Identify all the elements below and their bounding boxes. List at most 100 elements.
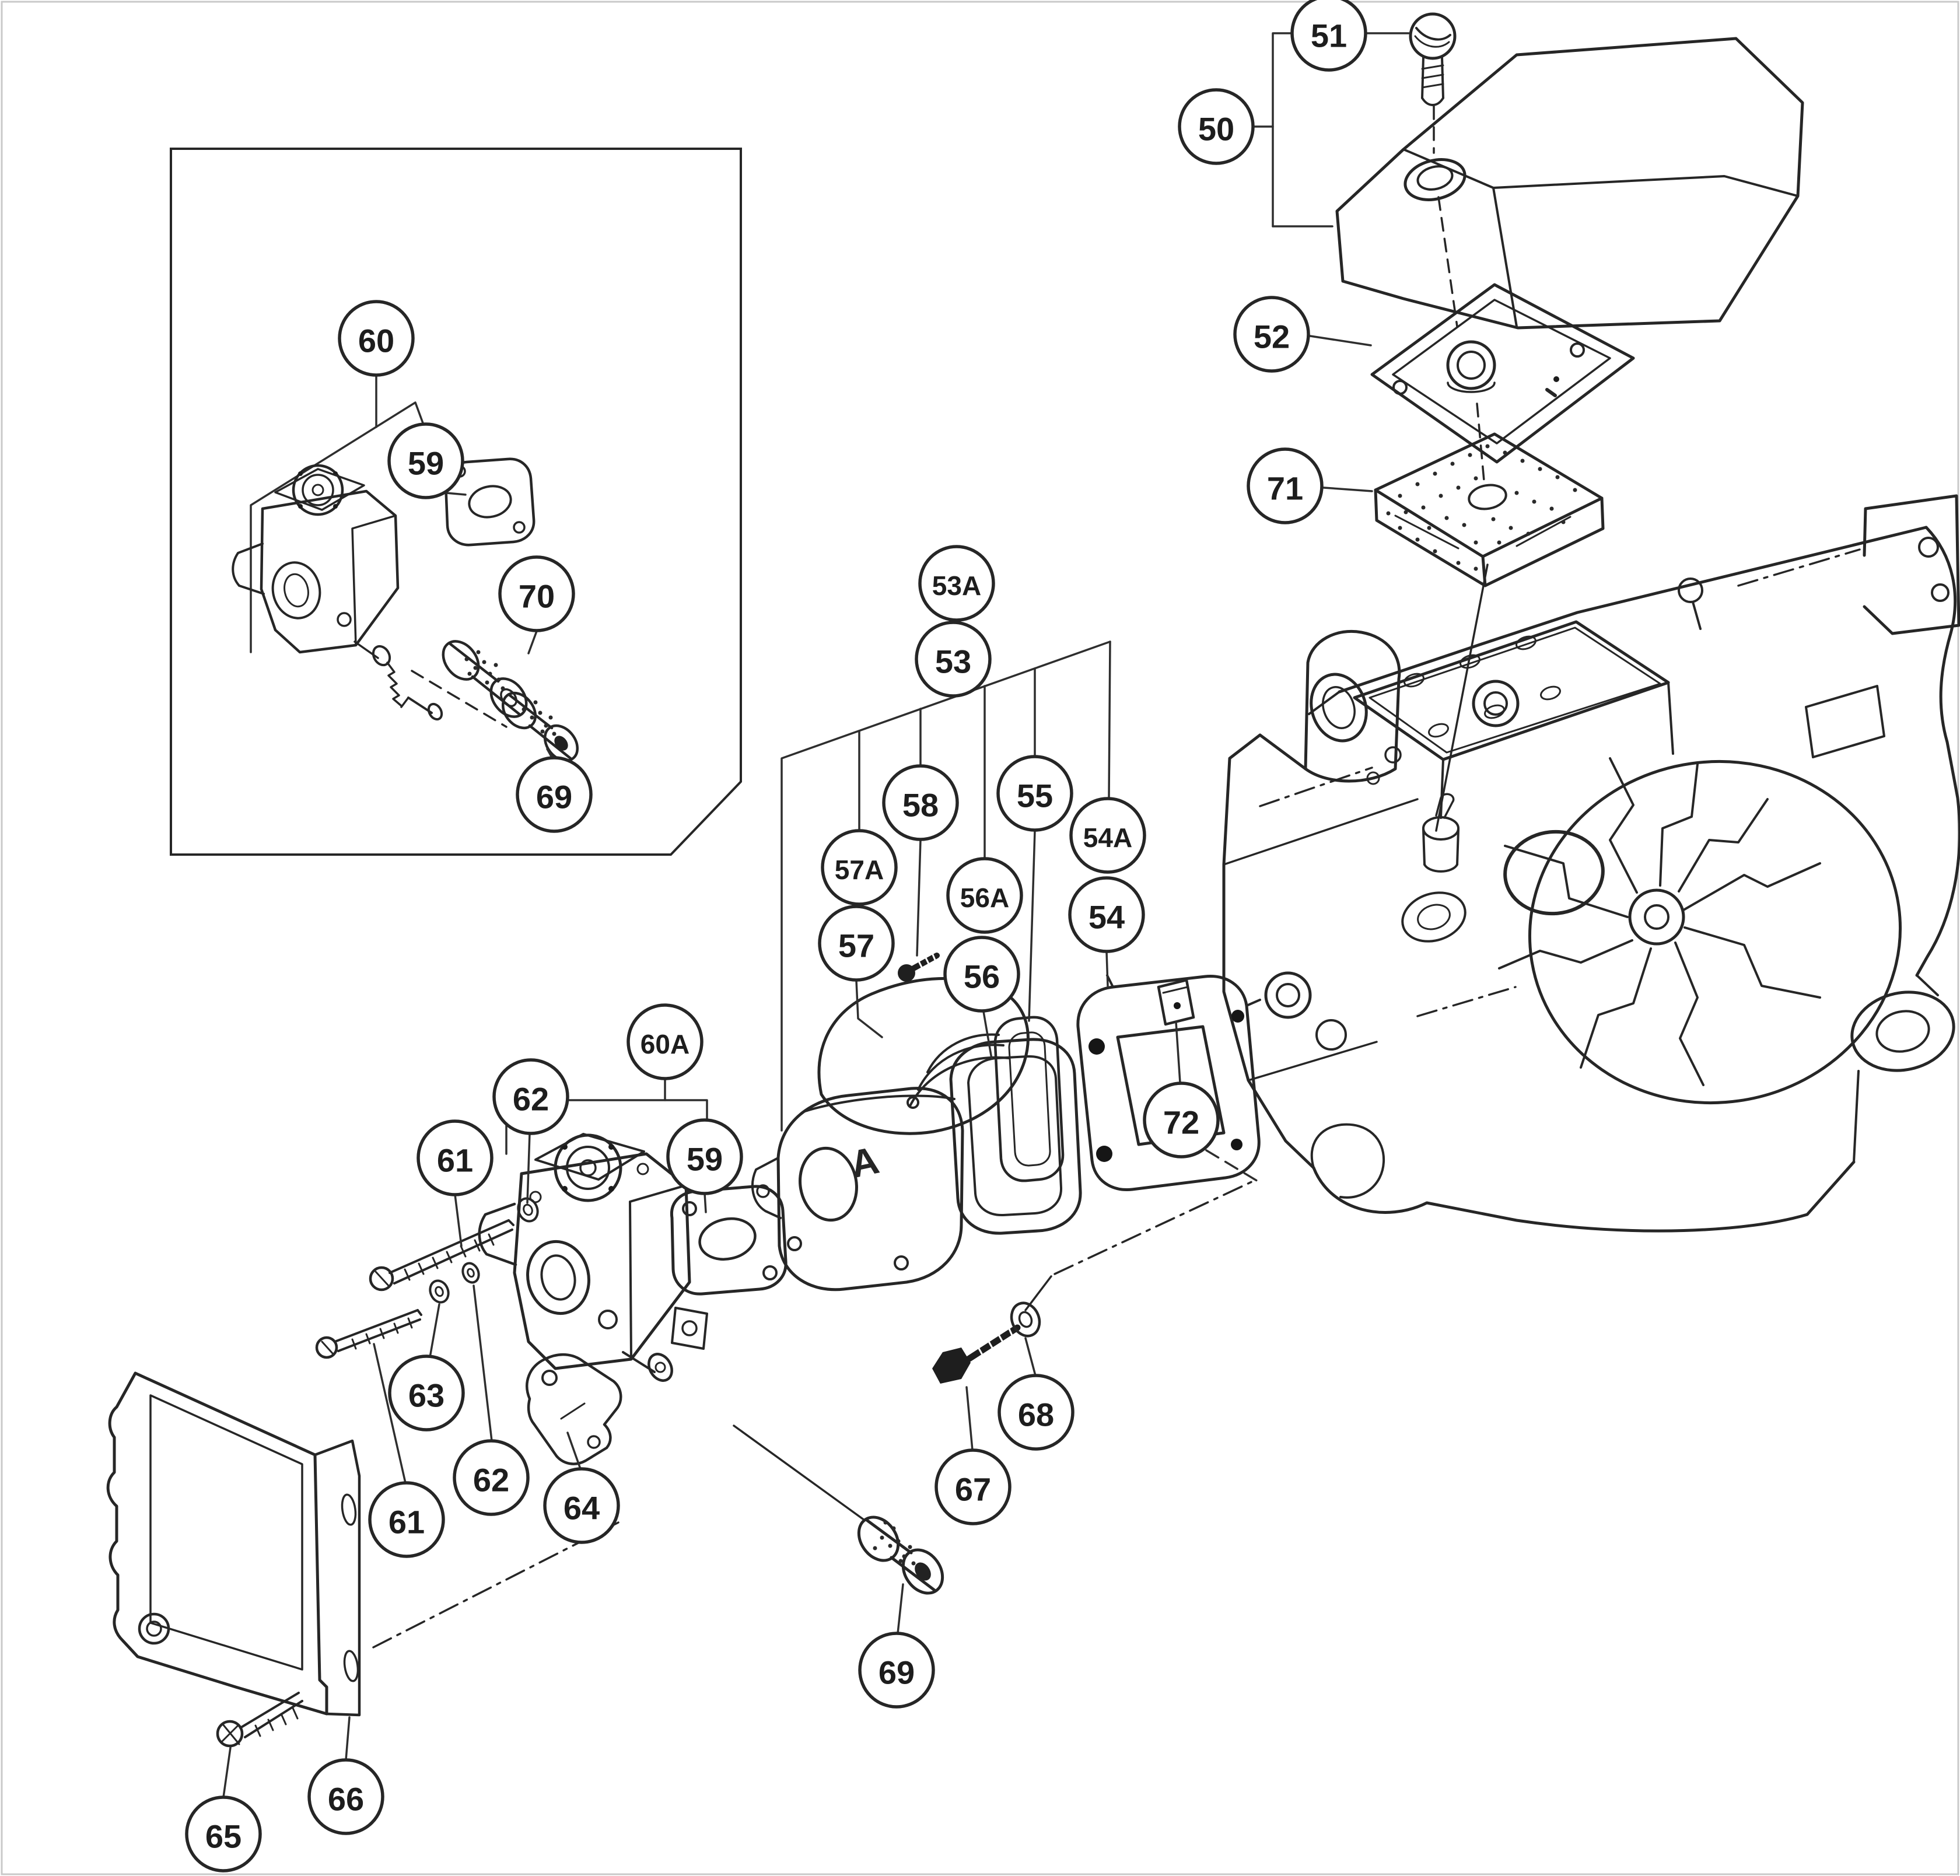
inset-filter-inner-texture-dot (533, 700, 538, 705)
carburetor-stroke (608, 1186, 614, 1192)
cover-screw-stroke (1421, 97, 1444, 106)
inset-filter-inner-texture-dot (552, 732, 556, 736)
balloon-57-label: 57 (838, 928, 874, 964)
engine-crankcase-stroke (1423, 863, 1458, 873)
inset-carburetor-stroke (232, 542, 265, 595)
inset-carburetor-stroke (298, 471, 303, 476)
engine-crankcase-stroke (1875, 1010, 1930, 1053)
balloon-56A-label: 56A (960, 883, 1009, 913)
exhaust-gasket-stroke (1088, 1038, 1105, 1055)
balloon-57: 57 (818, 905, 895, 1038)
balloon-70-leader (527, 630, 538, 654)
exhaust-gasket-stroke (1116, 1025, 1226, 1146)
balloon-58-leader (916, 839, 922, 957)
filter-axis (1435, 564, 1489, 832)
filter-element-texture-dot (1456, 561, 1461, 565)
air-filter-cover-stroke (1416, 165, 1454, 191)
engine-crankcase-stroke (1404, 673, 1424, 688)
engine-crankcase-stroke (1310, 673, 1368, 743)
cover-screw-stroke (1415, 27, 1451, 41)
balloon-56A-circle (946, 857, 1023, 934)
filter-element-texture-dot (1421, 505, 1426, 510)
muffler-body-stroke (799, 1146, 858, 1222)
filter-element-texture-dot (1398, 526, 1402, 530)
bolt-long-upper-stroke (393, 1228, 513, 1284)
balloon-61-lower: 61 (368, 1343, 445, 1558)
inset-filter-inner-texture-dot (540, 729, 545, 734)
filter-element-texture-dot (1450, 461, 1455, 466)
fuel-filter-texture-dot (873, 1546, 877, 1550)
balloon-72-label: 72 (1163, 1104, 1199, 1141)
muffler-gasket-inner-stroke (949, 1038, 1082, 1235)
air-filter-cover-stroke (1492, 175, 1799, 197)
fuel-filter-stroke (865, 1518, 913, 1555)
bolt-long-lower (315, 1309, 422, 1359)
engine-crankcase-stroke (1368, 626, 1661, 754)
exhaust-gasket-stroke (1096, 1146, 1112, 1162)
fuel-filter-texture-dot (888, 1544, 892, 1548)
engine-crankcase-stroke (1528, 760, 1902, 1105)
balloon-62-upper: 62 (492, 1058, 569, 1204)
balloon-72-circle (1143, 1082, 1220, 1158)
engine-crankcase-stroke (1259, 766, 1373, 807)
balloon-64-label: 64 (564, 1490, 600, 1527)
balloon-55: 55 (996, 755, 1073, 1022)
balloon-54: 54 (1068, 876, 1145, 987)
washer-upper (517, 1197, 539, 1223)
choke-lever (526, 1353, 622, 1465)
balloon-63-leader (429, 1303, 440, 1359)
bolt-long-lower-stroke (321, 1340, 334, 1354)
carb-group-bracket (505, 1099, 708, 1155)
retainer-plate-stroke (1162, 986, 1189, 994)
bolt-long-upper (369, 1219, 514, 1292)
assembly-axis-lines (372, 105, 1489, 1648)
inset-gasket-stroke (468, 485, 512, 519)
filter-element-stroke (1483, 496, 1605, 587)
inset-carburetor-stroke (271, 561, 321, 620)
balloon-69-main: 69 (858, 1583, 935, 1709)
engine-crankcase-stroke (1516, 635, 1536, 650)
balloon-64: 64 (543, 1432, 620, 1544)
bolt-long-upper-stroke (369, 1266, 394, 1292)
balloon-57-leader (855, 979, 883, 1038)
muffler-shield-stroke (917, 1044, 1005, 1091)
balloon-60A-label: 60A (640, 1029, 690, 1059)
filter-element-texture-dot (1474, 566, 1478, 571)
engine-crankcase-stroke (1366, 771, 1380, 785)
engine-crankcase-stroke (1678, 578, 1703, 603)
muffler-body-stroke (751, 1157, 782, 1219)
filter-element-texture-dot (1433, 549, 1437, 554)
engine-crankcase-stroke (1667, 681, 1674, 755)
filter-plate-stroke (1447, 382, 1496, 393)
filter-element-texture-dot (1561, 520, 1566, 524)
plate-screw-stroke (244, 1700, 303, 1738)
engine-crankcase-stroke (1416, 986, 1517, 1017)
muffler-mount-axis (1054, 1180, 1255, 1275)
engine-crankcase-stroke (1472, 680, 1520, 727)
muffler-bolt-stroke (977, 1328, 1015, 1358)
fuel-filter-stroke (890, 1556, 936, 1592)
balloon-58: 58 (882, 764, 959, 957)
plate-screw (216, 1692, 303, 1748)
filter-plate-stroke (1392, 299, 1611, 444)
balloon-61-lower-label: 61 (388, 1504, 425, 1541)
balloon-59-main: 59 (666, 1118, 743, 1213)
engine-crankcase-stroke (1338, 526, 1928, 694)
balloon-68-label: 68 (1018, 1396, 1054, 1433)
balloon-58-label: 58 (902, 787, 939, 824)
balloon-72-leader (1175, 1021, 1181, 1084)
filter-element-texture-dot (1573, 488, 1577, 492)
choke-lever-stroke (541, 1370, 558, 1386)
balloon-62-upper-leader (526, 1132, 531, 1204)
balloon-69-main-leader (897, 1583, 904, 1634)
parts (106, 12, 1960, 1748)
bolt-washer-stroke (1010, 1301, 1041, 1338)
muffler-gasket-inner-stroke (967, 1055, 1063, 1217)
muffler-screw (898, 952, 940, 982)
plate-screw-stroke (220, 1723, 240, 1745)
cover-plate-stroke (138, 1612, 170, 1645)
bolt-washer (1010, 1301, 1041, 1338)
